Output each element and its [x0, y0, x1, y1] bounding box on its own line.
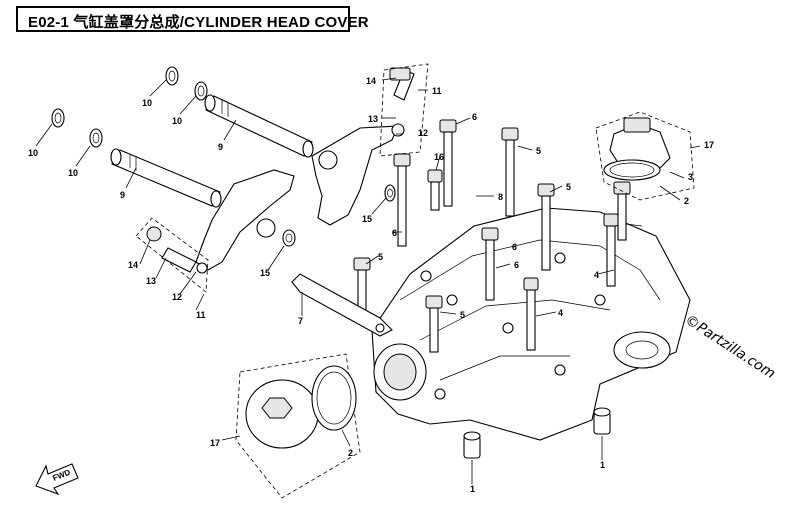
callout-labels: 14 11 13 12 6 16 5 17 3 2 10 10 10 10 9 … [28, 76, 714, 494]
callout-label: 6 [514, 260, 519, 270]
bracket [291, 273, 393, 337]
callout-label: 13 [368, 114, 378, 124]
callout-label: 6 [472, 112, 477, 122]
callout-label: 8 [498, 192, 503, 202]
callout-label: 12 [172, 292, 182, 302]
diagram-title: E02-1 气缸盖罩分总成/CYLINDER HEAD COVER [28, 14, 369, 31]
plug-upper [595, 111, 695, 201]
callout-label: 10 [28, 148, 38, 158]
callout-label: 12 [418, 128, 428, 138]
callout-label: 1 [470, 484, 475, 494]
callout-label: 14 [366, 76, 376, 86]
callout-label: 6 [392, 228, 397, 238]
callout-label: 6 [512, 242, 517, 252]
callout-label: 5 [566, 182, 571, 192]
callout-box-11-top [379, 63, 429, 157]
callout-label: 15 [260, 268, 270, 278]
callout-label: 5 [378, 252, 383, 262]
callout-label: 2 [684, 196, 689, 206]
callout-label: 10 [172, 116, 182, 126]
rocker-shaft-upper [204, 94, 314, 158]
callout-label: 9 [218, 142, 223, 152]
callout-label: 5 [460, 310, 465, 320]
callout-label: 10 [142, 98, 152, 108]
callout-box-11-left [135, 217, 209, 293]
callout-label: 1 [600, 460, 605, 470]
rocker-arm-left [146, 169, 295, 274]
washers [51, 66, 396, 247]
dowel-pins [463, 407, 611, 459]
callout-label: 3 [688, 172, 693, 182]
callout-label: 14 [128, 260, 138, 270]
callout-label: 17 [210, 438, 220, 448]
callout-label: 10 [68, 168, 78, 178]
callout-label: 17 [704, 140, 714, 150]
watermark: ©Partzilla.com [682, 312, 778, 382]
callout-label: 4 [558, 308, 563, 318]
fwd-arrow-icon: FWD [35, 463, 79, 496]
callout-label: 16 [434, 152, 444, 162]
leader-lines [35, 77, 701, 484]
callout-label: 2 [348, 448, 353, 458]
callout-label: 9 [120, 190, 125, 200]
rocker-arm-right [311, 67, 415, 226]
rocker-shaft-lower [110, 148, 222, 208]
callout-label: 15 [362, 214, 372, 224]
callout-label: 7 [298, 316, 303, 326]
callout-label: 11 [196, 310, 206, 320]
plug-lower [235, 353, 361, 499]
callout-label: 13 [146, 276, 156, 286]
callout-label: 5 [536, 146, 541, 156]
diagram-title-box: E02-1 气缸盖罩分总成/CYLINDER HEAD COVER [16, 6, 369, 32]
callout-label: 11 [432, 86, 442, 96]
callout-label: 4 [594, 270, 599, 280]
